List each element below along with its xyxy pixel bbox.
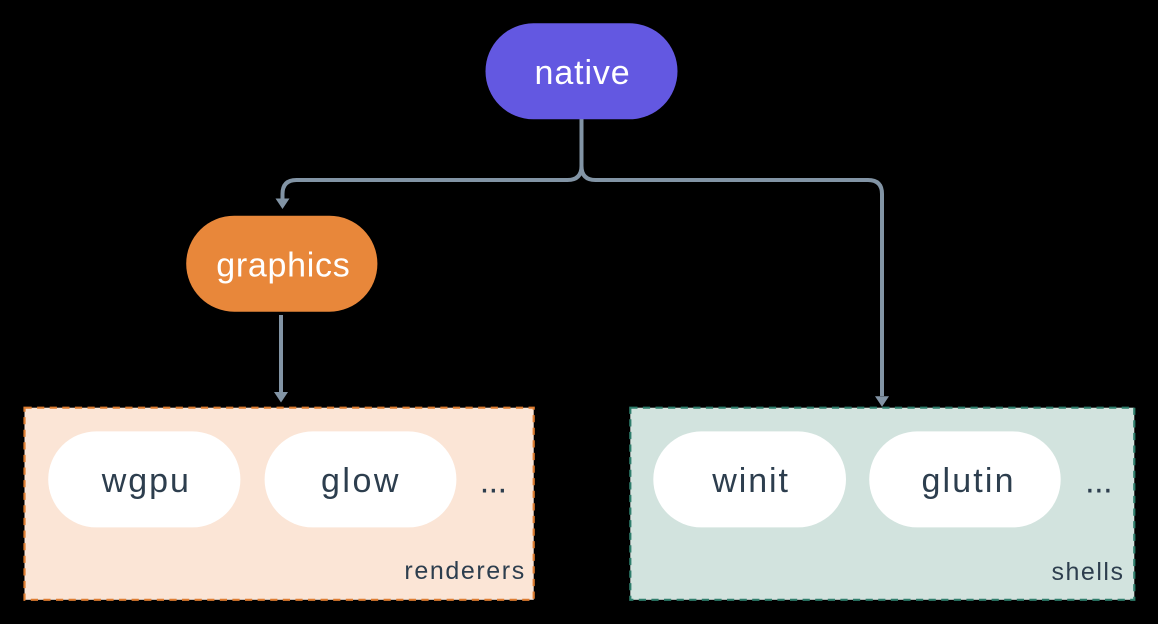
svg-text:shells: shells: [1052, 558, 1124, 586]
svg-text:glow: glow: [321, 462, 399, 500]
svg-text:graphics: graphics: [216, 246, 349, 284]
svg-text:...: ...: [1085, 462, 1112, 500]
svg-text:wgpu: wgpu: [101, 462, 189, 500]
svg-text:winit: winit: [711, 462, 788, 500]
svg-text:renderers: renderers: [404, 557, 524, 585]
svg-text:...: ...: [480, 462, 507, 500]
svg-text:native: native: [535, 54, 630, 92]
svg-text:glutin: glutin: [921, 462, 1013, 500]
